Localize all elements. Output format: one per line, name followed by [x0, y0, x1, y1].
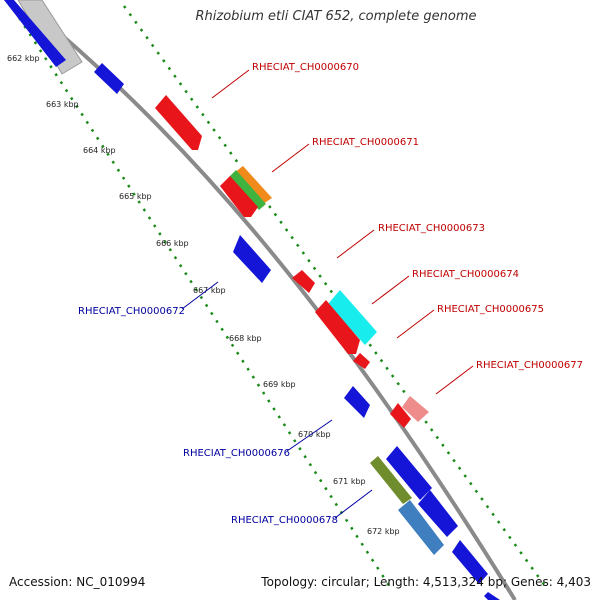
genome-backbone	[18, 0, 517, 600]
leader-670	[211, 69, 250, 99]
topology-value: circular	[321, 575, 366, 589]
topology-label: Topology:	[261, 575, 318, 589]
accession-info: Accession: NC_010994	[9, 575, 145, 589]
label-rheciat-ch0000674[interactable]: RHECIAT_CH0000674	[412, 269, 519, 280]
gene-arrow-rheciat-ch0000672[interactable]	[233, 235, 271, 283]
leader-677	[435, 365, 474, 395]
label-rheciat-ch0000671[interactable]: RHECIAT_CH0000671	[312, 137, 419, 148]
tick-671: 671 kbp	[333, 477, 366, 486]
tick-665: 665 kbp	[119, 192, 152, 201]
gene-arrow-red[interactable]	[220, 176, 258, 217]
label-rheciat-ch0000676[interactable]: RHECIAT_CH0000676	[183, 448, 290, 459]
label-rheciat-ch0000672[interactable]: RHECIAT_CH0000672	[78, 306, 185, 317]
gene-arrow-rheciat-ch0000674[interactable]	[328, 290, 377, 345]
track-guides	[12, 5, 550, 591]
gene-arrow-red-small[interactable]	[390, 403, 411, 428]
genome-summary: Topology: circular; Length: 4,513,324 bp…	[261, 575, 591, 589]
length-value: 4,513,324 bp	[422, 575, 503, 589]
label-rheciat-ch0000675[interactable]: RHECIAT_CH0000675	[437, 304, 544, 315]
accession-label: Accession:	[9, 575, 73, 589]
tick-664: 664 kbp	[83, 146, 116, 155]
gene-arrow[interactable]	[94, 63, 124, 94]
tick-663: 663 kbp	[46, 100, 79, 109]
leader-674	[371, 275, 410, 305]
kbp-tick-labels: 662 kbp 663 kbp 664 kbp 665 kbp 666 kbp …	[7, 54, 400, 536]
leader-678	[334, 489, 373, 519]
gene-arrow-blue-a[interactable]	[386, 446, 432, 500]
gene-arrow-blue-c[interactable]	[452, 540, 488, 584]
reverse-label-leaders	[181, 281, 373, 519]
leader-676	[286, 419, 333, 452]
tick-669: 669 kbp	[263, 380, 296, 389]
gene-arrow-rheciat-ch0000671[interactable]	[229, 170, 266, 210]
gene-arrow-orange[interactable]	[234, 166, 272, 204]
genes-label: Genes:	[510, 575, 553, 589]
label-rheciat-ch0000673[interactable]: RHECIAT_CH0000673	[378, 223, 485, 234]
leader-672	[181, 281, 219, 310]
gene-arrow-rheciat-ch0000677[interactable]	[402, 396, 429, 422]
genes-value: 4,403	[556, 575, 591, 589]
gene-arrow-rheciat-ch0000670[interactable]	[155, 95, 202, 150]
leader-675	[396, 309, 435, 339]
leader-673	[336, 229, 375, 259]
outer-reverse-dotted-guide	[12, 9, 394, 591]
genome-title: Rhizobium etli CIAT 652, complete genome	[195, 9, 477, 24]
tick-662: 662 kbp	[7, 54, 40, 63]
gene-arrow-rheciat-ch0000673[interactable]	[292, 270, 315, 293]
gene-arrow-steel[interactable]	[398, 500, 444, 555]
gene-features	[4, 0, 500, 600]
tick-666: 666 kbp	[156, 239, 189, 248]
gene-arrow-rheciat-ch0000676[interactable]	[344, 386, 370, 418]
accession-value: NC_010994	[76, 575, 146, 589]
label-rheciat-ch0000670[interactable]: RHECIAT_CH0000670	[252, 62, 359, 73]
gene-arrow-rheciat-ch0000678[interactable]	[370, 456, 412, 504]
forward-label-leaders	[211, 69, 474, 395]
tick-668: 668 kbp	[229, 334, 262, 343]
tick-672: 672 kbp	[367, 527, 400, 536]
reverse-gene-labels: RHECIAT_CH0000672 RHECIAT_CH0000676 RHEC…	[78, 306, 338, 526]
blue-gene-feature[interactable]	[4, 0, 66, 67]
gene-arrow-rheciat-ch0000675[interactable]	[353, 353, 370, 369]
label-rheciat-ch0000677[interactable]: RHECIAT_CH0000677	[476, 360, 583, 371]
label-rheciat-ch0000678[interactable]: RHECIAT_CH0000678	[231, 515, 338, 526]
gene-arrow-red-long[interactable]	[315, 300, 360, 354]
gene-arrow-blue-d[interactable]	[484, 592, 500, 600]
gene-arrow-blue-b[interactable]	[418, 490, 458, 537]
length-label: Length:	[373, 575, 420, 589]
forward-gene-labels: RHECIAT_CH0000670 RHECIAT_CH0000671 RHEC…	[252, 62, 583, 371]
tick-667: 667 kbp	[193, 286, 226, 295]
tick-670: 670 kbp	[298, 430, 331, 439]
leader-671	[271, 143, 310, 173]
